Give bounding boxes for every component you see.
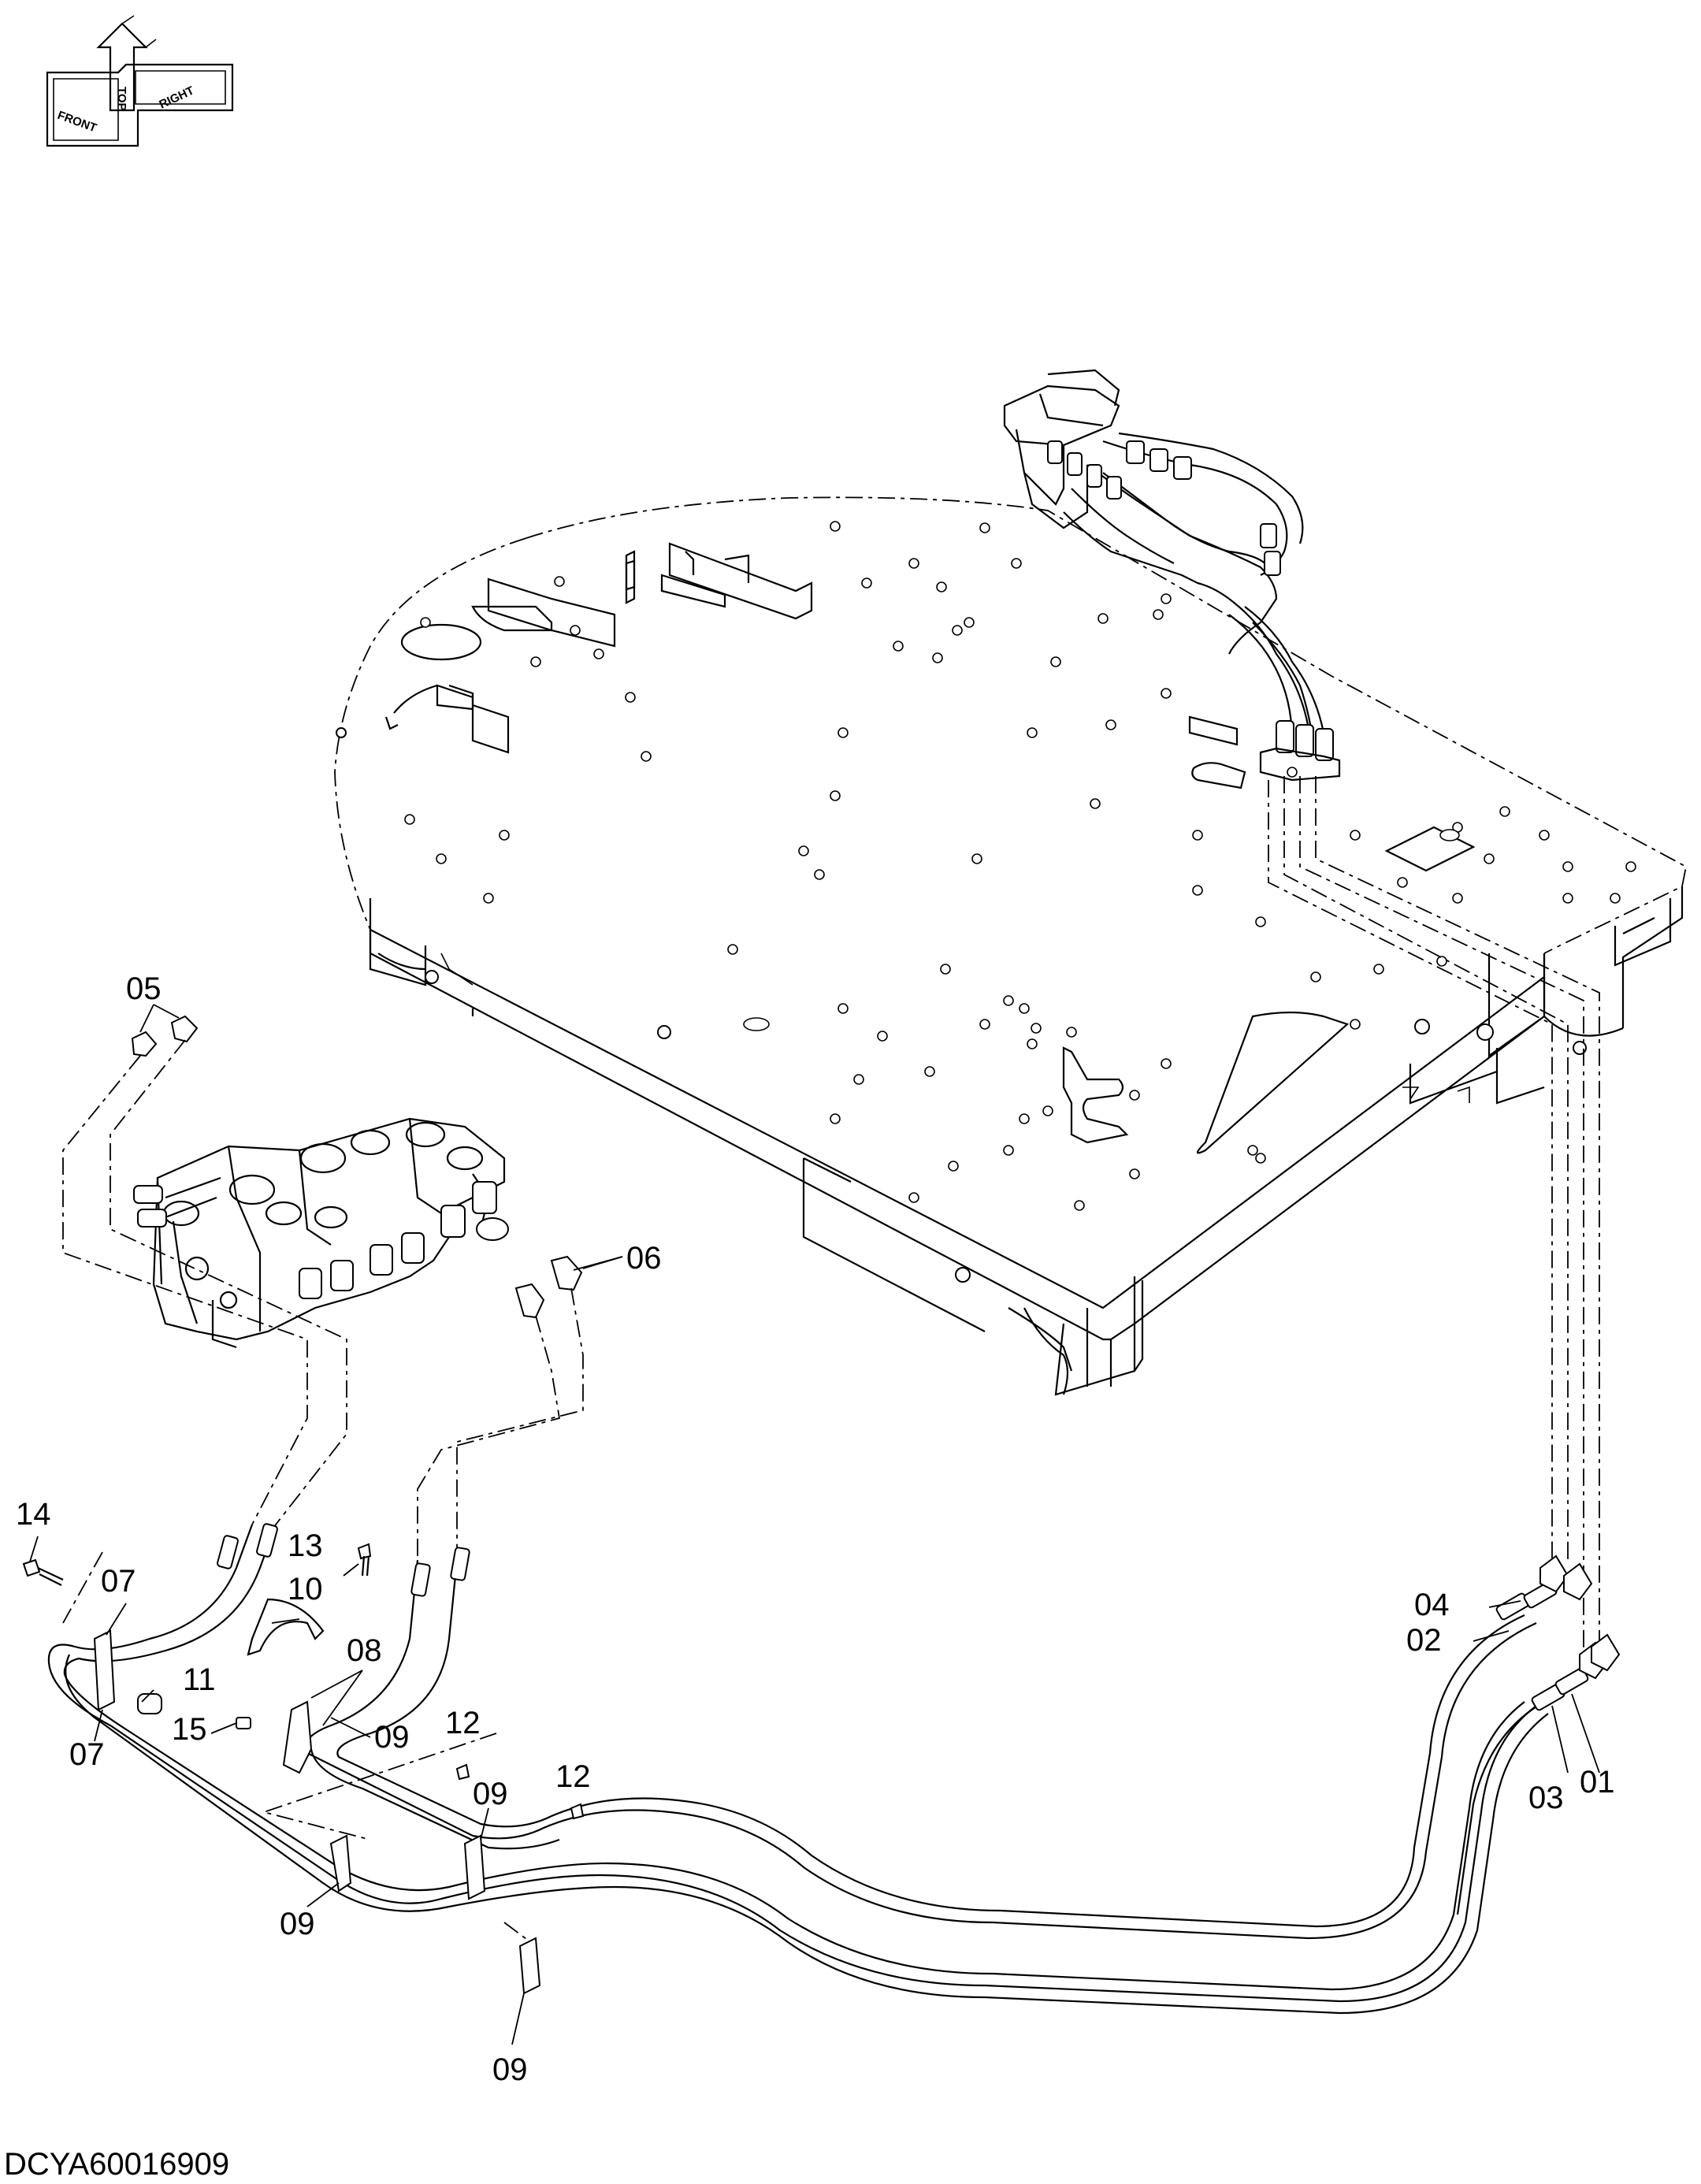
fitting-05 xyxy=(131,1004,199,1057)
callout-14: 14 xyxy=(16,1497,51,1532)
callout-12-a: 12 xyxy=(445,1706,481,1740)
orientation-right-label: RIGHT xyxy=(158,84,196,111)
callout-leaders xyxy=(29,1536,1600,2045)
callout-05: 05 xyxy=(126,971,162,1006)
fitting-06 xyxy=(514,1255,623,1319)
callout-09-b: 09 xyxy=(473,1777,508,1811)
callout-09-a: 09 xyxy=(374,1720,410,1755)
orientation-symbol-icon: TOP FRONT RIGHT xyxy=(46,15,234,147)
callout-15: 15 xyxy=(172,1712,207,1747)
callout-labels: 01 02 03 04 05 06 07 07 08 09 09 09 09 1… xyxy=(16,971,1615,2087)
right-routing-lines xyxy=(1268,776,1600,1655)
callout-08: 08 xyxy=(347,1633,382,1668)
callout-04: 04 xyxy=(1414,1588,1450,1622)
floor-bolt-holes xyxy=(404,521,1636,1211)
callout-13: 13 xyxy=(288,1528,323,1563)
callout-07-upper: 07 xyxy=(101,1564,136,1599)
hose-clamps xyxy=(93,1629,541,1995)
cab-floor-plate xyxy=(334,496,1688,1396)
valve-routing-lines xyxy=(62,1039,584,1947)
drawing-code: DCYA60016909 xyxy=(4,2147,229,2182)
callout-07-lower: 07 xyxy=(69,1737,105,1772)
orientation-front-label: FRONT xyxy=(56,109,98,136)
callout-10: 10 xyxy=(288,1572,323,1606)
callout-02: 02 xyxy=(1406,1623,1442,1658)
callout-06: 06 xyxy=(626,1241,662,1276)
callout-09-d: 09 xyxy=(492,2052,528,2087)
upper-controller-assembly xyxy=(1003,369,1341,782)
control-valve-assembly xyxy=(133,1117,509,1349)
loose-hardware xyxy=(22,1543,585,1820)
callout-12-b: 12 xyxy=(555,1759,591,1794)
callout-01: 01 xyxy=(1580,1765,1615,1800)
callout-09-c: 09 xyxy=(280,1907,315,1941)
callout-03: 03 xyxy=(1528,1781,1564,1815)
orientation-top-label: TOP xyxy=(115,87,128,111)
callout-11: 11 xyxy=(183,1662,216,1697)
